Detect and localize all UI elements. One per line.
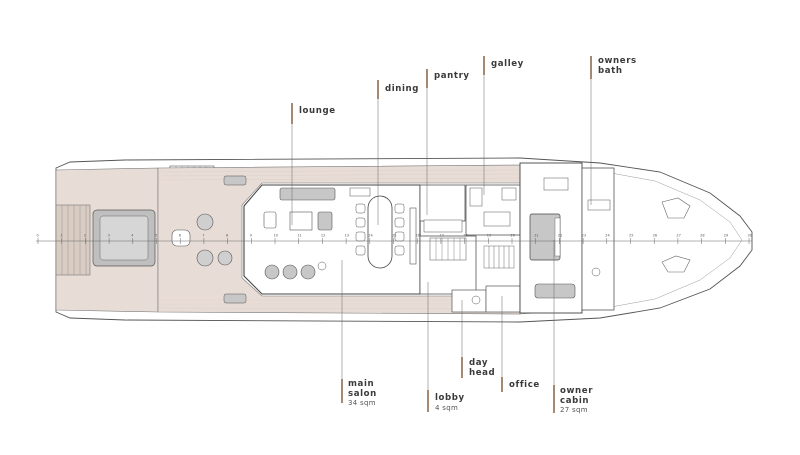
frame-number: 8: [226, 234, 228, 238]
pantry-room: [419, 184, 466, 222]
frame-number: 1: [60, 234, 62, 238]
frame-number: 2: [84, 234, 86, 238]
frame-number: 28: [700, 234, 704, 238]
label-owners-bath-2: bath: [598, 66, 623, 76]
frame-number: 24: [605, 234, 610, 238]
forward-hatch: [661, 197, 691, 219]
frame-number: 18: [463, 234, 467, 238]
bath-vanity: [587, 199, 611, 211]
dining-table: [367, 195, 393, 269]
owner-desk: [543, 177, 569, 191]
galley-counter: [469, 187, 483, 207]
lobby-stairs: [429, 237, 467, 261]
label-lobby: lobby: [435, 393, 465, 403]
day-head-room: [451, 289, 487, 313]
label-lounge: lounge: [299, 106, 336, 116]
label-main-salon-1: main: [348, 379, 374, 389]
office-room: [485, 285, 521, 313]
label-main-salon-2: salon: [348, 389, 377, 399]
frame-number: 27: [676, 234, 680, 238]
label-owners-bath-1: owners: [598, 56, 637, 66]
label-owner-cabin-area: 27 sqm: [560, 406, 588, 414]
cockpit-chair: [196, 249, 214, 267]
dining-chairs: [355, 203, 405, 256]
frame-number: 12: [321, 234, 325, 238]
galley-stair: [483, 245, 515, 269]
frame-number: 25: [629, 234, 633, 238]
frame-number: 14: [368, 234, 373, 238]
pantry-counter: [423, 219, 463, 233]
label-main-salon-area: 34 sqm: [348, 399, 376, 407]
frame-number: 20: [511, 234, 515, 238]
label-pantry: pantry: [434, 71, 470, 81]
side-sofa: [223, 175, 247, 186]
owners-bath: [581, 167, 615, 311]
label-dining: dining: [385, 84, 419, 94]
frame-number: 4: [131, 234, 134, 238]
bath-toilet: [591, 267, 601, 277]
lounge-armchair: [263, 211, 277, 229]
side-sofa: [223, 293, 247, 304]
label-owner-cabin-1: owner: [560, 386, 593, 396]
swim-platform: [55, 204, 91, 276]
frame-number: 0: [37, 234, 39, 238]
lounge-chair: [317, 211, 333, 231]
stern-steps: [61, 205, 87, 275]
cockpit-chair: [217, 250, 233, 266]
teak-planks: [157, 169, 521, 310]
frame-number: 6: [179, 234, 181, 238]
leader-lines: [291, 56, 592, 413]
sideboard: [349, 187, 371, 197]
frame-number: 5: [155, 234, 157, 238]
cockpit-chair: [196, 213, 214, 231]
frame-number: 9: [250, 234, 252, 238]
salon-armchair: [300, 264, 316, 280]
frame-number: 30: [748, 234, 752, 238]
aft-sunpad-cushion: [99, 215, 149, 261]
label-lobby-area: 4 sqm: [435, 404, 458, 412]
frame-number: 21: [534, 234, 538, 238]
lounge-table: [289, 211, 313, 231]
frame-number: 19: [487, 234, 491, 238]
salon-armchair: [282, 264, 298, 280]
label-office: office: [509, 380, 540, 390]
label-day-head-1: day: [469, 358, 488, 368]
frame-number: 7: [202, 234, 204, 238]
frame-number: 17: [439, 234, 443, 238]
owner-sofa: [534, 283, 576, 299]
owner-bed-pillows: [554, 217, 561, 257]
salon-bulkhead: [409, 207, 417, 265]
cockpit-table: [171, 229, 191, 247]
galley-stove: [501, 187, 517, 201]
frame-number: 13: [345, 234, 349, 238]
label-day-head-2: head: [469, 368, 495, 378]
frame-number: 11: [297, 234, 301, 238]
label-owner-cabin-2: cabin: [560, 396, 589, 406]
leader-connectors: [291, 75, 592, 390]
label-galley: galley: [491, 59, 524, 69]
day-head-toilet: [471, 295, 481, 305]
frame-number: 22: [558, 234, 562, 238]
frame-number: 10: [274, 234, 278, 238]
forward-hatch: [661, 255, 691, 273]
frame-number: 23: [582, 234, 586, 238]
frame-number: 26: [653, 234, 657, 238]
frame-number: 16: [416, 234, 420, 238]
galley-island: [483, 211, 511, 227]
salon-side-table: [317, 261, 327, 271]
frame-number: 3: [108, 234, 110, 238]
frame-number: 15: [392, 234, 396, 238]
lounge-sofa: [279, 187, 336, 201]
frame-number: 29: [724, 234, 728, 238]
salon-armchair: [264, 264, 280, 280]
